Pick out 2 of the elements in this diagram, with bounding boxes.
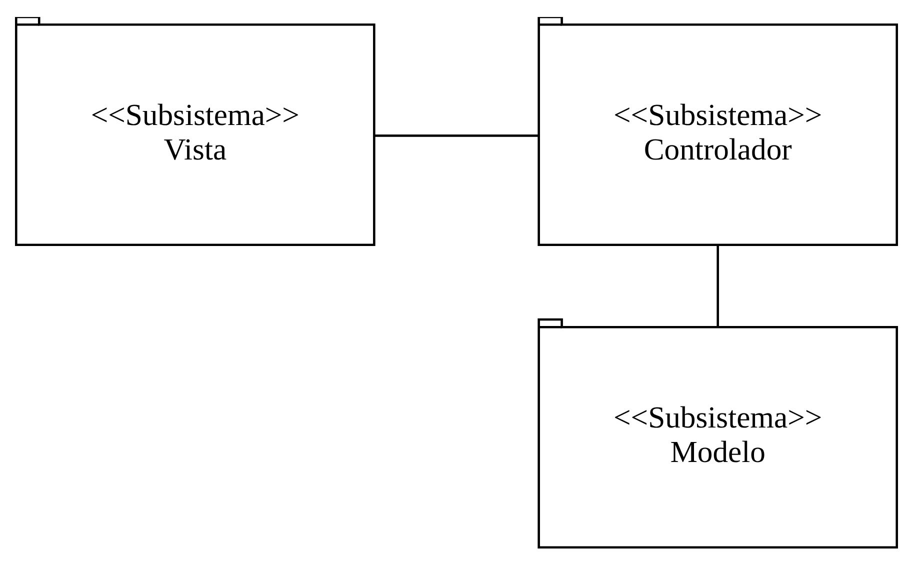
connector [374,134,538,136]
connector [716,245,719,326]
